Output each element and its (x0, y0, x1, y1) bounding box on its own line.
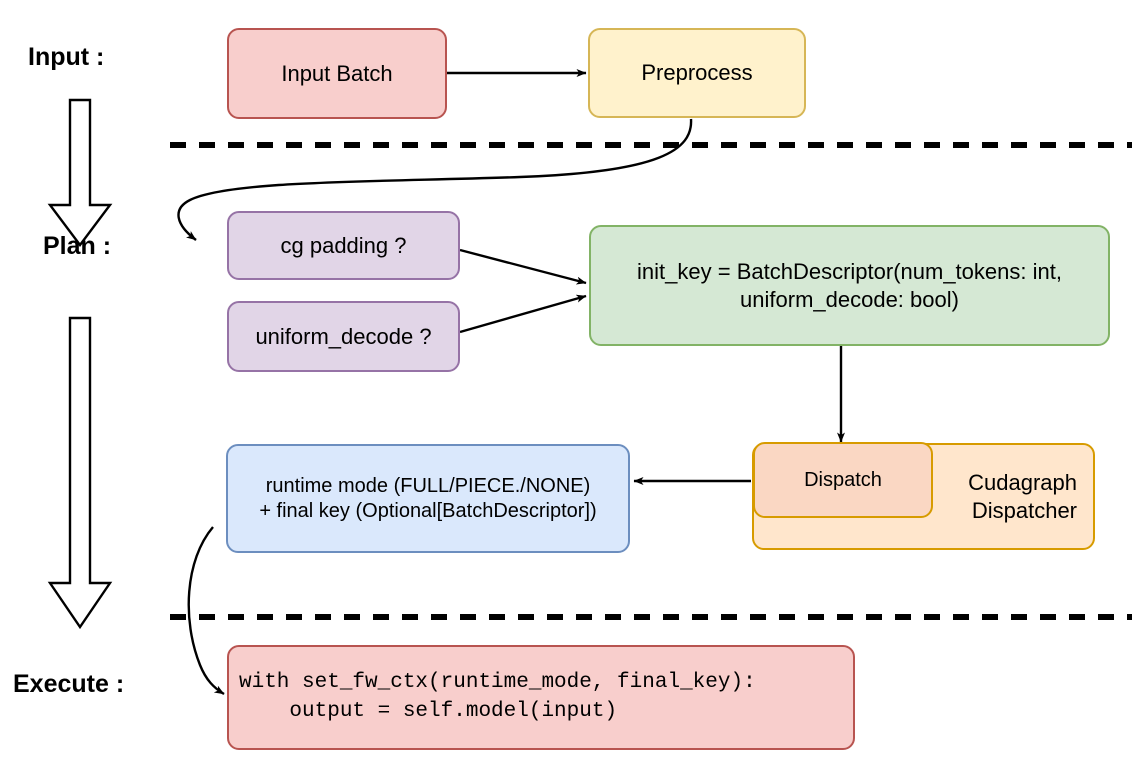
node-uniform-decode[interactable]: uniform_decode ? (227, 301, 460, 372)
node-init-key[interactable]: init_key = BatchDescriptor(num_tokens: i… (589, 225, 1110, 346)
node-preprocess-label: Preprocess (641, 60, 753, 86)
node-input-batch-label: Input Batch (281, 60, 393, 86)
node-input-batch[interactable]: Input Batch (227, 28, 447, 119)
arrow-cg-padding-to-init-key (459, 248, 587, 285)
node-init-key-line2: uniform_decode: bool) (740, 286, 959, 312)
node-cudagraph-dispatcher-line1: Cudagraph (968, 470, 1077, 495)
stage-label-execute: Execute : (13, 670, 125, 698)
node-execute-code[interactable]: with set_fw_ctx(runtime_mode, final_key)… (227, 645, 855, 750)
node-runtime-mode-line2: + final key (Optional[BatchDescriptor]) (259, 499, 597, 522)
arrow-uniform-decode-to-init-key (459, 294, 587, 334)
node-execute-code-line1: with set_fw_ctx(runtime_mode, final_key)… (239, 671, 756, 695)
flow-arrow-input-to-plan (47, 98, 113, 247)
node-cg-padding-label: cg padding ? (280, 232, 407, 258)
node-preprocess[interactable]: Preprocess (588, 28, 806, 118)
node-runtime-mode-line1: runtime mode (FULL/PIECE./NONE) (265, 474, 591, 497)
node-execute-code-line2: output = self.model(input) (239, 699, 618, 723)
node-cg-padding[interactable]: cg padding ? (227, 211, 460, 280)
stage-label-plan: Plan : (43, 232, 112, 260)
node-dispatch-label: Dispatch (804, 468, 882, 491)
node-runtime-mode[interactable]: runtime mode (FULL/PIECE./NONE) + final … (226, 444, 630, 553)
node-dispatch[interactable]: Dispatch (753, 442, 933, 518)
arrow-runtime-mode-to-execute-code (187, 526, 225, 696)
node-init-key-line1: init_key = BatchDescriptor(num_tokens: i… (637, 259, 1062, 284)
node-uniform-decode-label: uniform_decode ? (255, 323, 432, 349)
stage-label-input: Input : (28, 43, 105, 71)
node-cudagraph-dispatcher-line2: Dispatcher (971, 497, 1077, 523)
flow-arrow-plan-to-execute (47, 316, 113, 630)
